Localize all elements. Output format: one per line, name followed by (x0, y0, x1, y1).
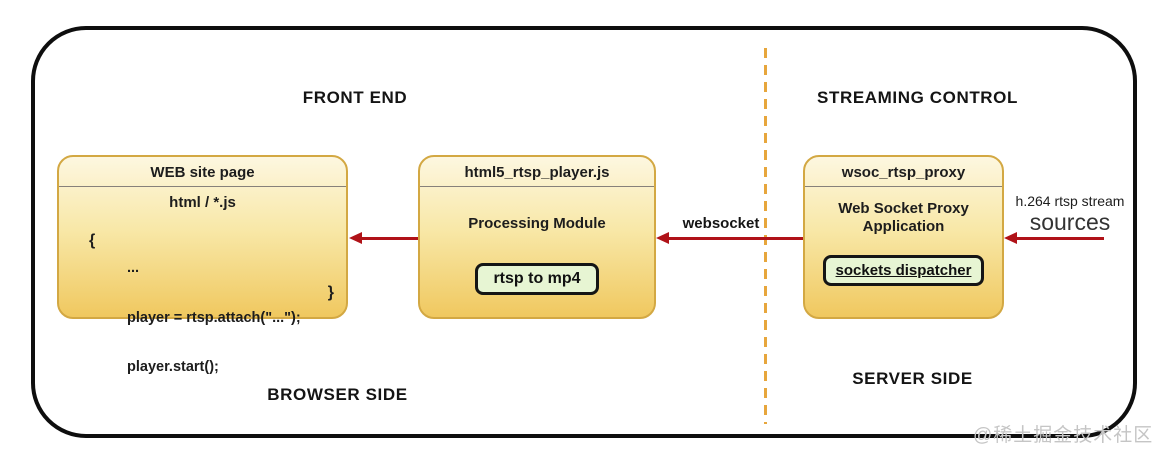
node-wsoc-rtsp-proxy-title: wsoc_rtsp_proxy (805, 157, 1002, 187)
arrow-sources-to-proxy (1004, 231, 1104, 245)
sources-label: sources (1029, 209, 1111, 235)
code-line: player = rtsp.attach("..."); (127, 309, 301, 326)
code-line: player.start(); (127, 359, 219, 375)
code-line: ... (127, 260, 140, 276)
rtsp-to-mp4-badge: rtsp to mp4 (475, 263, 599, 295)
node-web-site-page-subtitle: html / *.js (169, 194, 236, 211)
zone-label-browser-side: BROWSER SIDE (267, 385, 408, 404)
arrow-shaft (669, 236, 803, 240)
node-wsoc-rtsp-proxy: wsoc_rtsp_proxy Web Socket Proxy Applica… (803, 155, 1004, 319)
web-socket-proxy-label: Web Socket Proxy Application (805, 200, 1002, 236)
web-socket-proxy-line1: Web Socket Proxy (838, 200, 969, 217)
node-html5-rtsp-player-title: html5_rtsp_player.js (420, 157, 654, 187)
node-html5-rtsp-player: html5_rtsp_player.js Processing Module r… (418, 155, 656, 319)
zone-label-server-side: SERVER SIDE (852, 369, 973, 388)
arrow-player-to-website (349, 231, 418, 245)
arrow-proxy-to-player-websocket (656, 231, 803, 245)
web-socket-proxy-line2: Application (862, 218, 945, 235)
websocket-arrow-label: websocket (682, 215, 760, 232)
arrowhead-left-icon (1004, 232, 1017, 244)
processing-module-label: Processing Module (468, 215, 606, 232)
sockets-dispatcher-badge: sockets dispatcher (822, 255, 985, 286)
zone-divider-dashed-line (764, 48, 767, 424)
watermark-text: @稀土掘金技术社区 (973, 425, 1154, 446)
code-close-brace: } (327, 284, 334, 301)
code-snippet: { ... player = rtsp.attach("..."); playe… (59, 211, 346, 375)
zone-label-front-end: FRONT END (302, 88, 408, 107)
arrow-shaft (1017, 236, 1104, 240)
source-feed-label: h.264 rtsp stream sources (1002, 193, 1138, 234)
zone-label-streaming-control: STREAMING CONTROL (817, 88, 1018, 107)
node-web-site-page: WEB site page html / *.js { ... player =… (57, 155, 348, 375)
arrow-shaft (362, 236, 418, 240)
code-open-brace: { (89, 232, 96, 249)
h264-rtsp-stream-label: h.264 rtsp stream (1015, 193, 1125, 209)
arrowhead-left-icon (349, 232, 362, 244)
code-lines: ... player = rtsp.attach("..."); player.… (127, 227, 301, 409)
diagram-frame (31, 26, 1137, 438)
arrowhead-left-icon (656, 232, 669, 244)
node-web-site-page-title: WEB site page (59, 157, 346, 187)
